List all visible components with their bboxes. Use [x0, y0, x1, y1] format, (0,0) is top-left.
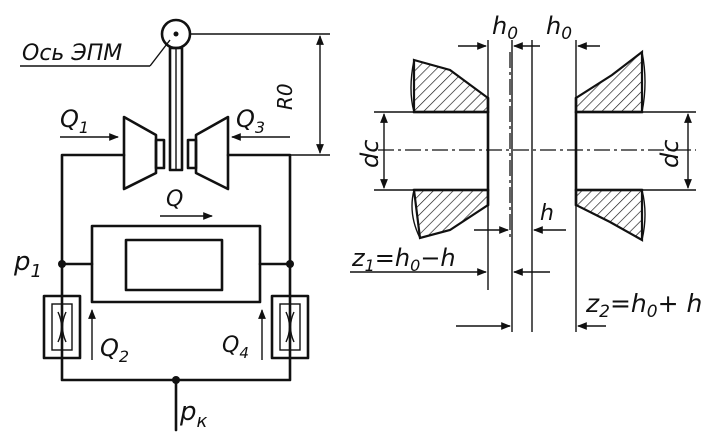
h-label: h: [540, 201, 554, 226]
left-break-lines: [410, 59, 421, 239]
left-nozzle-bottom-wall: [412, 188, 490, 240]
axis-leader: [149, 39, 171, 67]
p1-node: [58, 260, 66, 268]
q4-label: Q4: [222, 333, 249, 362]
q-label: Q: [166, 187, 183, 212]
r0-label: R0: [273, 83, 297, 110]
pk-label: pк: [179, 397, 208, 432]
q3-label: Q3: [236, 105, 265, 137]
left-nozzle-top-wall: [412, 58, 490, 114]
dc-left-label: dc: [356, 140, 384, 168]
axis-pivot-dot: [173, 31, 179, 37]
q2-label: Q2: [100, 334, 129, 366]
left-throttle-curve-b: [61, 311, 67, 343]
q1-label: Q1: [60, 105, 89, 137]
left-throttle-curve-a: [57, 311, 63, 343]
right-throttle-curve-a: [285, 311, 291, 343]
right-nozzle-tip: [186, 138, 198, 170]
h0-right-label: h0: [546, 12, 572, 44]
right-throttle-inner: [279, 303, 301, 351]
right-nozzle-bottom-wall: [574, 188, 644, 242]
right-nozzle-top-wall: [574, 49, 644, 114]
p1-label: p1: [13, 247, 42, 282]
right-throttle-curve-b: [289, 311, 295, 343]
right-break-lines: [641, 51, 646, 241]
epm-axis-label: Ось ЭПМ: [22, 41, 122, 66]
return-node: [172, 376, 180, 384]
dc-right-label: dc: [656, 140, 684, 168]
right-throttle: [270, 294, 310, 360]
load-inner: [124, 238, 224, 292]
left-nozzle: [122, 115, 158, 191]
gap-geometry-detail: h0 h0 dc dc h z1=h0−h z2=h0+ h: [350, 12, 702, 332]
right-nozzle: [194, 115, 230, 191]
left-throttle-inner: [51, 303, 73, 351]
p3-node: [286, 260, 294, 268]
left-throttle: [42, 294, 82, 360]
flapper-nozzle-scheme: Ось ЭПМ R0 Q1 Q3 Q p1 Q2 Q4 pк: [13, 18, 330, 432]
z1-label: z1=h0−h: [351, 244, 456, 275]
h0-left-label: h0: [492, 12, 518, 44]
z2-label: z2=h0+ h: [585, 289, 702, 322]
left-nozzle-tip: [154, 138, 166, 170]
